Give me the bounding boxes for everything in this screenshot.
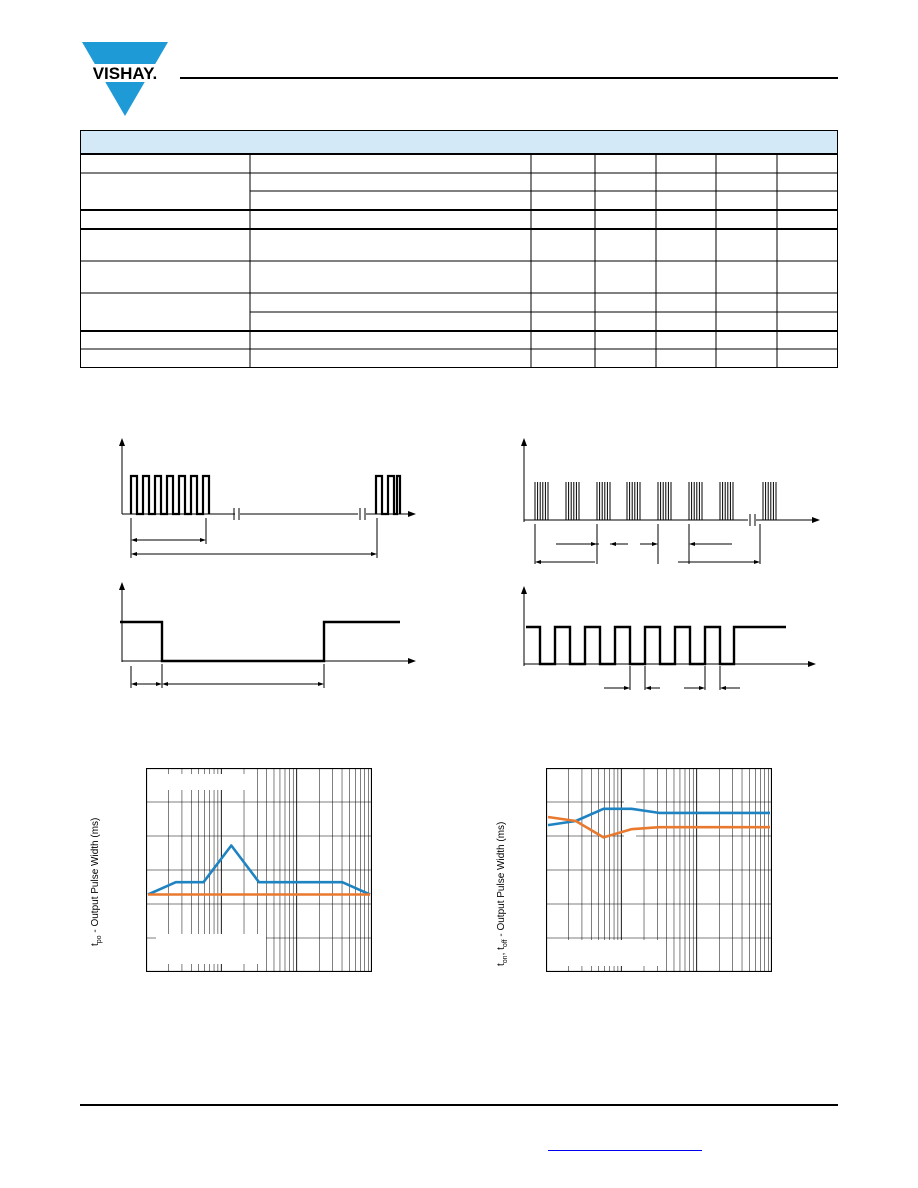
table-title-bar: [80, 130, 838, 154]
right-chart-ylabel: ton, toff - Output Pulse Width (ms): [496, 821, 509, 966]
series-line-1: [547, 815, 770, 839]
output-pulse-width-chart-right: [546, 768, 772, 972]
logo-text: VISHAY.: [93, 64, 158, 83]
header-rule: [180, 77, 838, 79]
timing-diagram-output-train: [521, 586, 816, 690]
series-line-0: [547, 807, 770, 827]
timing-diagram-burst: [119, 438, 416, 558]
output-pulse-width-chart-left: [146, 768, 372, 972]
vishay-logo: VISHAY.: [80, 42, 170, 116]
specification-table: [80, 130, 838, 368]
timing-diagram-burst-train: [521, 438, 820, 564]
timing-diagram-output: [119, 582, 416, 688]
footer-rule: [80, 1104, 838, 1106]
left-chart-ylabel: tpo - Output Pulse Width (ms): [90, 817, 103, 946]
footer-link[interactable]: [548, 1150, 702, 1151]
series-line-0: [147, 844, 371, 896]
